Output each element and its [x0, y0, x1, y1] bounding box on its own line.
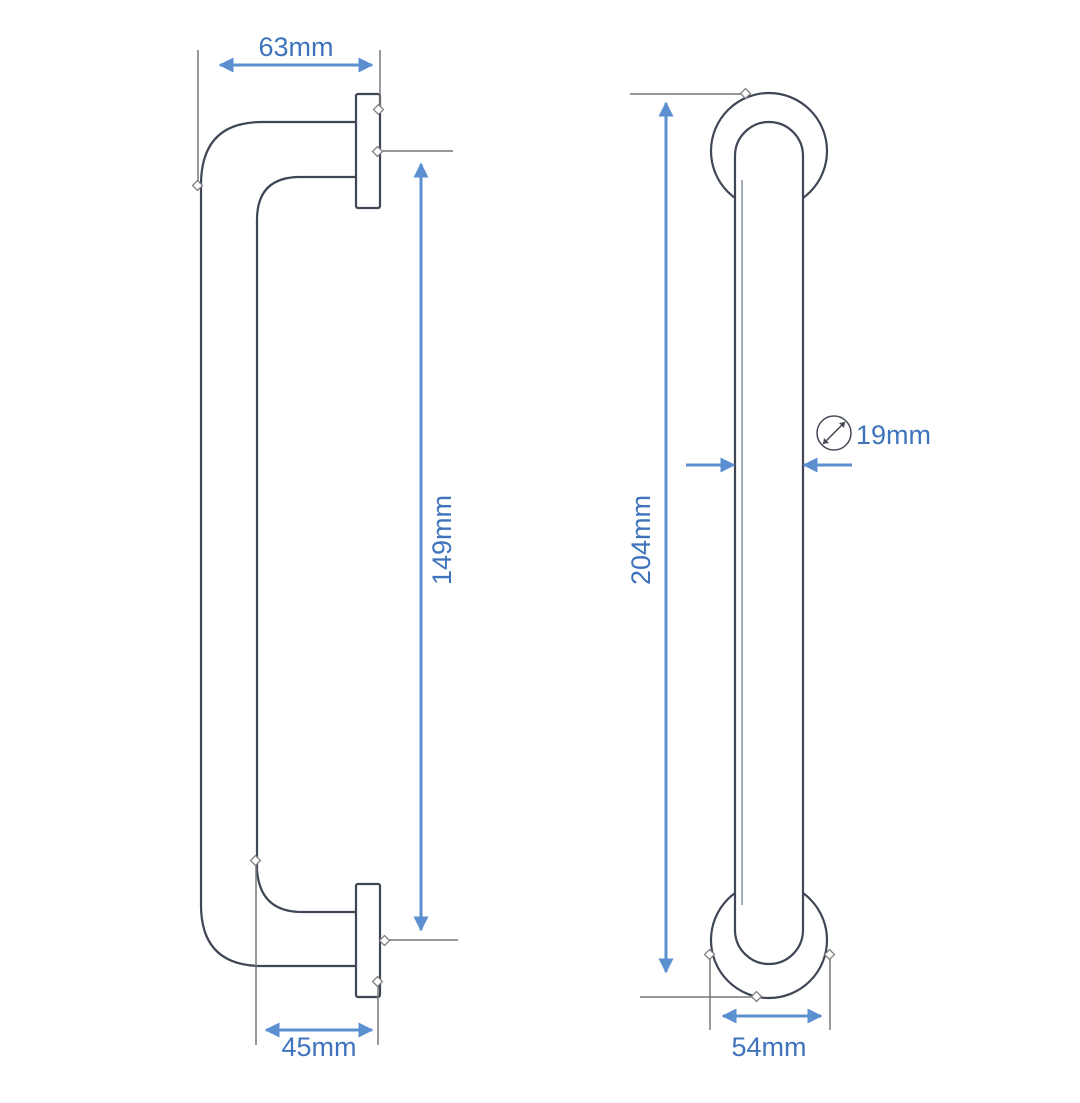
label-overall-length: 204mm: [626, 495, 656, 585]
ref-node: [750, 990, 763, 1003]
ref-node: [249, 854, 262, 867]
ref-node: [372, 103, 385, 116]
label-standoff: 45mm: [281, 1032, 356, 1062]
label-rose-diameter: 54mm: [731, 1032, 806, 1062]
label-projection: 63mm: [258, 32, 333, 62]
ref-node: [703, 948, 716, 961]
ref-node: [371, 975, 384, 988]
side-view: 63mm 149mm 45mm: [191, 32, 458, 1062]
ref-node: [823, 948, 836, 961]
label-fixing-centres: 149mm: [427, 495, 457, 585]
ref-node: [191, 179, 204, 192]
label-bar-diameter: 19mm: [856, 420, 931, 450]
diameter-icon: [816, 415, 852, 451]
ref-node: [371, 145, 384, 158]
ref-node: [378, 934, 391, 947]
front-bar: [733, 120, 805, 966]
ref-node: [739, 87, 752, 100]
side-handle-inner-outline: [255, 175, 358, 914]
front-view: 204mm 19mm 54mm: [626, 87, 931, 1062]
side-handle-outline: [199, 120, 358, 968]
